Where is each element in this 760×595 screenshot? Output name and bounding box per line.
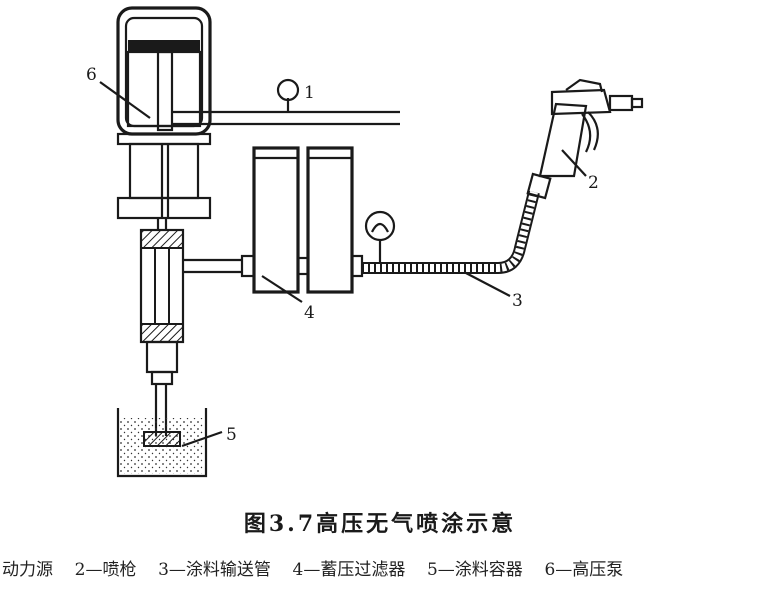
- figure-legend: 动力源 2—喷枪 3—涂料输送管 4—蓄压过滤器 5—涂料容器 6—高压泵: [2, 555, 758, 580]
- label-6: 6: [86, 65, 97, 85]
- pump-lower-cylinder: [139, 218, 185, 436]
- high-pressure-pump: [116, 6, 212, 220]
- feed-pipe: [183, 254, 256, 278]
- air-line: [172, 78, 400, 126]
- paint-container: [116, 408, 208, 478]
- label-2: 2: [588, 173, 599, 193]
- paint-hose: [362, 190, 540, 274]
- accumulator-filter: [252, 146, 364, 294]
- spray-gun: [526, 78, 644, 200]
- legend-item-2: 2—喷枪: [74, 560, 137, 580]
- legend-item-3: 3—涂料输送管: [158, 560, 271, 580]
- label-3: 3: [512, 291, 523, 311]
- outlet-pressure-gauge: [364, 210, 396, 262]
- legend-item-4: 4—蓄压过滤器: [292, 560, 406, 580]
- spray-system-diagram: 1 2 3 4 5 6: [86, 6, 644, 478]
- legend-item-1: 动力源: [2, 560, 53, 580]
- air-pressure-gauge: [276, 78, 300, 102]
- figure-caption: 图3.7高压无气喷涂示意: [243, 511, 517, 537]
- legend-item-6: 6—高压泵: [544, 560, 624, 580]
- label-5: 5: [226, 425, 237, 445]
- leader-lines: [99, 81, 587, 448]
- legend-item-5: 5—涂料容器: [426, 560, 523, 580]
- label-1: 1: [304, 83, 315, 103]
- label-4: 4: [304, 303, 315, 323]
